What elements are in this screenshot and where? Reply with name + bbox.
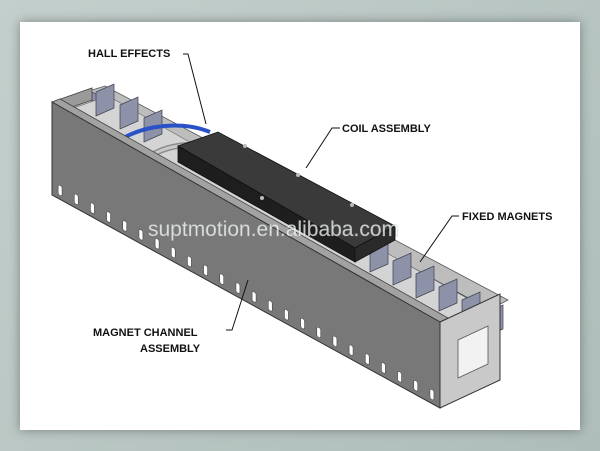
- cooling-slot: [300, 317, 305, 330]
- cooling-slot: [348, 344, 354, 356]
- cooling-slots: [57, 184, 435, 401]
- cooling-slot: [203, 264, 208, 276]
- fixed-magnet: [119, 96, 139, 130]
- cooling-slot: [170, 246, 176, 259]
- cooling-slot: [219, 273, 225, 285]
- cooling-slot: [235, 282, 241, 294]
- cooling-slot: [73, 193, 79, 205]
- leader-magnet-channel: [226, 279, 249, 331]
- label-fixed-magnets: FIXED MAGNETS: [462, 211, 552, 223]
- mount-hole: [260, 196, 264, 200]
- leader-hall-effects: [183, 53, 207, 125]
- label-magnet-channel: MAGNET CHANNEL: [93, 327, 198, 339]
- mount-hole: [243, 144, 247, 148]
- label-hall-effects: HALL EFFECTS: [88, 48, 170, 60]
- fixed-magnet: [392, 252, 412, 286]
- fixed-magnet: [95, 83, 115, 117]
- cooling-slot: [381, 362, 386, 374]
- channel-end-profile: [439, 293, 501, 409]
- cooling-slot: [106, 211, 111, 223]
- leader-lines: [183, 53, 459, 331]
- fixed-magnet: [415, 265, 435, 299]
- cooling-slot: [332, 335, 338, 347]
- cooling-slot: [267, 300, 273, 312]
- cooling-slot: [122, 220, 128, 232]
- cooling-slot: [429, 388, 435, 401]
- cooling-slot: [397, 371, 402, 383]
- cooling-slot: [251, 291, 257, 303]
- coil-assembly: [177, 131, 396, 263]
- mount-hole: [296, 173, 300, 177]
- watermark: suptmotion.en.alibaba.com: [148, 218, 399, 241]
- cooling-slot: [413, 380, 419, 392]
- label-coil-assembly: COIL ASSEMBLY: [342, 123, 431, 135]
- cooling-slot: [154, 238, 160, 250]
- cooling-slot: [138, 229, 144, 241]
- fixed-magnet: [438, 278, 458, 312]
- cooling-slot: [57, 184, 63, 197]
- mount-hole: [350, 203, 354, 207]
- cooling-slot: [284, 309, 289, 321]
- cooling-slot: [364, 353, 370, 365]
- leader-fixed-magnets: [419, 215, 459, 263]
- leader-coil-assembly: [305, 127, 340, 169]
- cooling-slot: [316, 326, 322, 339]
- cooling-slot: [187, 255, 192, 268]
- cooling-slot: [90, 202, 95, 214]
- label-magnet-channel-assembly: ASSEMBLY: [140, 343, 201, 355]
- coil-end-face: [354, 225, 396, 263]
